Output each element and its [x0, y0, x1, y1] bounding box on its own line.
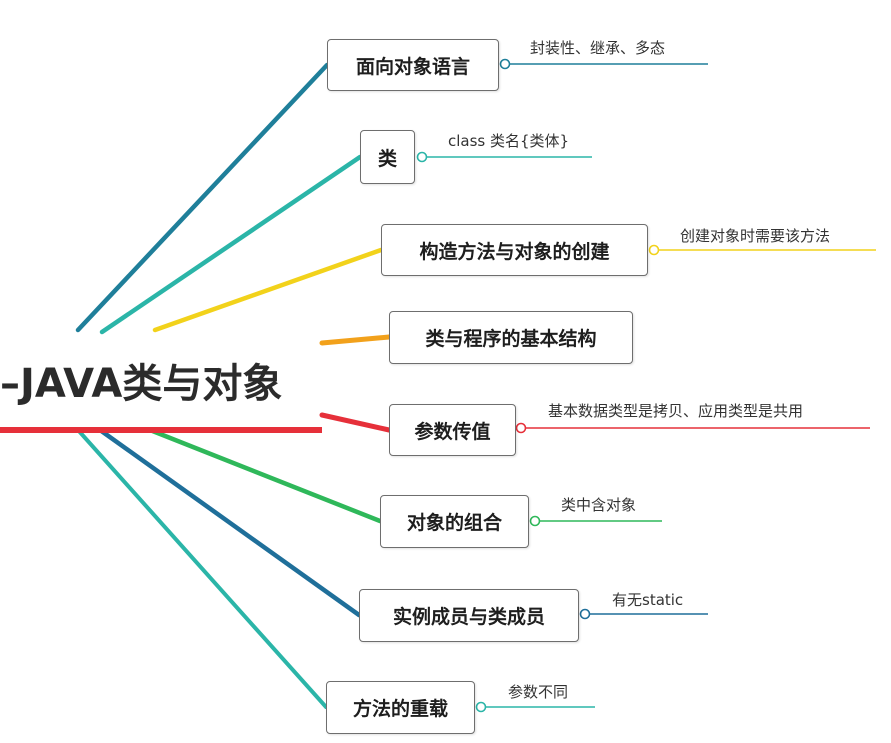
- topic-class[interactable]: 类: [360, 130, 415, 184]
- topic-program-structure[interactable]: 类与程序的基本结构: [389, 311, 633, 364]
- topic-instance-class-members[interactable]: 实例成员与类成员: [359, 589, 579, 642]
- branch-connector-3: [319, 334, 392, 346]
- branch-connector-7: [76, 428, 328, 709]
- detail-class: class 类名{类体}: [448, 132, 570, 150]
- collapse-toggle-5: [529, 515, 541, 527]
- collapse-toggle-4: [515, 422, 527, 434]
- branch-connector-2: [152, 247, 384, 333]
- branch-connector-0: [75, 62, 330, 333]
- branch-connector-6: [97, 427, 362, 618]
- central-topic[interactable]: –JAVA类与对象: [0, 361, 283, 407]
- collapse-toggle-7: [475, 701, 487, 713]
- detail-oop-language: 封装性、继承、多态: [530, 39, 666, 57]
- branch-connector-4: [319, 412, 392, 433]
- detail-method-overloading: 参数不同: [508, 683, 569, 701]
- collapse-toggle-2: [648, 244, 660, 256]
- topic-object-composition[interactable]: 对象的组合: [380, 495, 529, 548]
- detail-parameter-passing: 基本数据类型是拷贝、应用类型是共用: [548, 402, 804, 420]
- branch-connector-5: [147, 427, 383, 524]
- branch-connector-1: [99, 154, 363, 335]
- topic-oop-language[interactable]: 面向对象语言: [327, 39, 499, 91]
- topic-constructor[interactable]: 构造方法与对象的创建: [381, 224, 648, 276]
- detail-instance-class-members: 有无static: [612, 591, 684, 609]
- topic-parameter-passing[interactable]: 参数传值: [389, 404, 516, 456]
- collapse-toggle-6: [579, 608, 591, 620]
- topic-method-overloading[interactable]: 方法的重载: [326, 681, 475, 734]
- collapse-toggle-0: [499, 58, 511, 70]
- detail-constructor: 创建对象时需要该方法: [680, 227, 831, 245]
- collapse-toggle-1: [416, 151, 428, 163]
- detail-object-composition: 类中含对象: [561, 496, 637, 514]
